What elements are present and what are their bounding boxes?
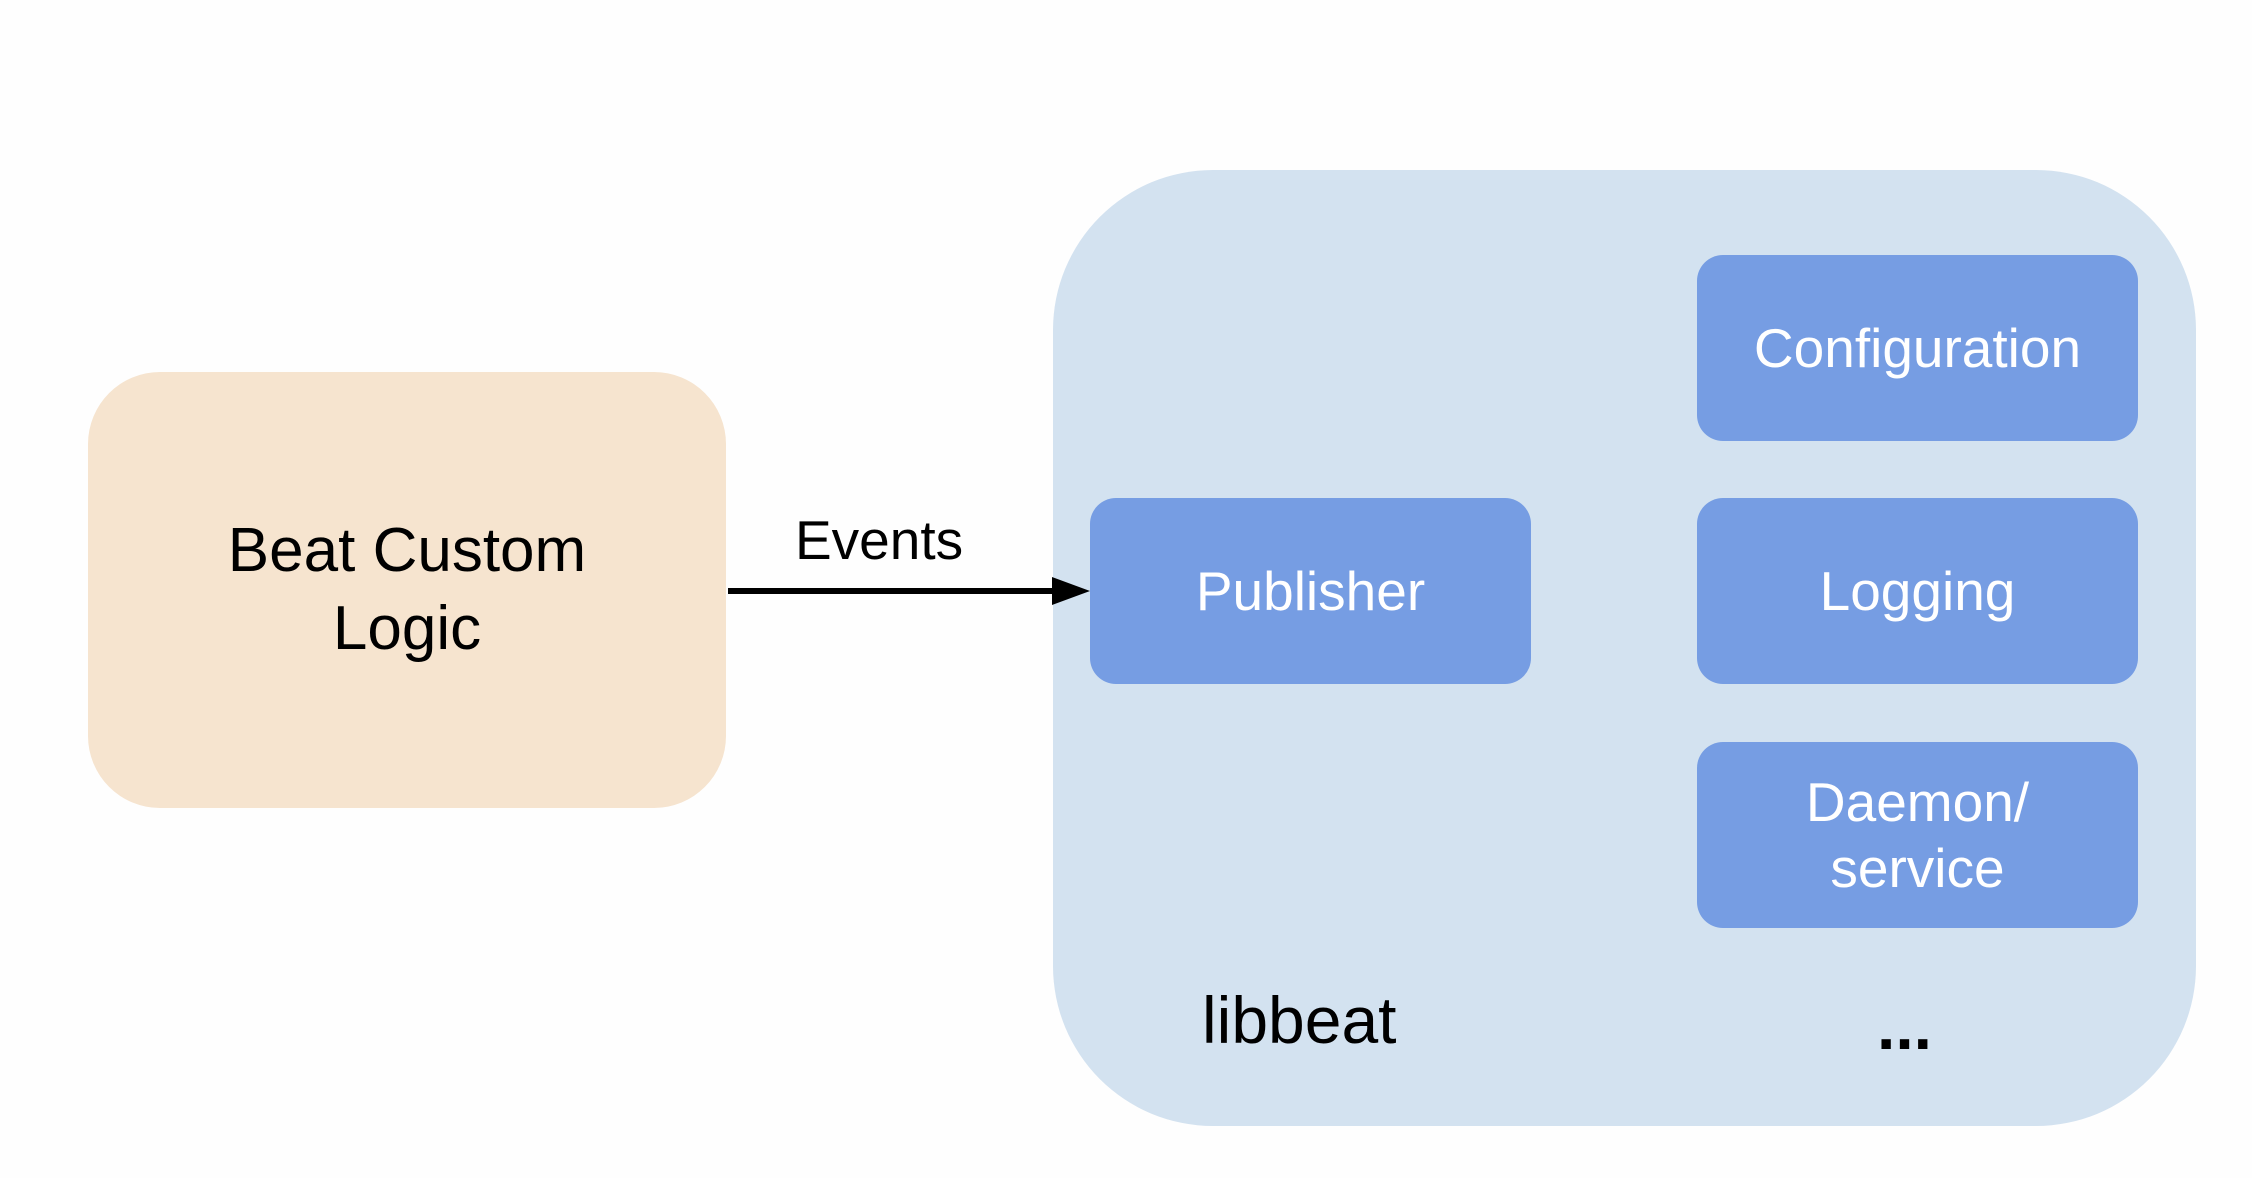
daemon-service-label: Daemon/ service [1806,769,2029,901]
logging-label: Logging [1819,560,2016,622]
daemon-service-label-line2: service [1830,837,2005,899]
publisher-node: Publisher [1090,498,1531,684]
configuration-node: Configuration [1697,255,2138,441]
beat-custom-logic-label-line2: Logic [332,594,482,663]
beat-custom-logic-label-line1: Beat Custom [227,516,587,585]
more-modules-ellipsis: ... [1877,989,1933,1063]
publisher-label: Publisher [1195,560,1426,622]
beat-custom-logic-label: Beat Custom Logic [228,512,586,668]
events-edge-label: Events [795,509,964,571]
libbeat-label: libbeat [1202,983,1397,1057]
logging-node: Logging [1697,498,2138,684]
daemon-service-label-line1: Daemon/ [1805,771,2030,833]
beat-custom-logic-node: Beat Custom Logic [88,372,726,808]
configuration-label: Configuration [1753,317,2082,379]
daemon-service-node: Daemon/ service [1697,742,2138,928]
